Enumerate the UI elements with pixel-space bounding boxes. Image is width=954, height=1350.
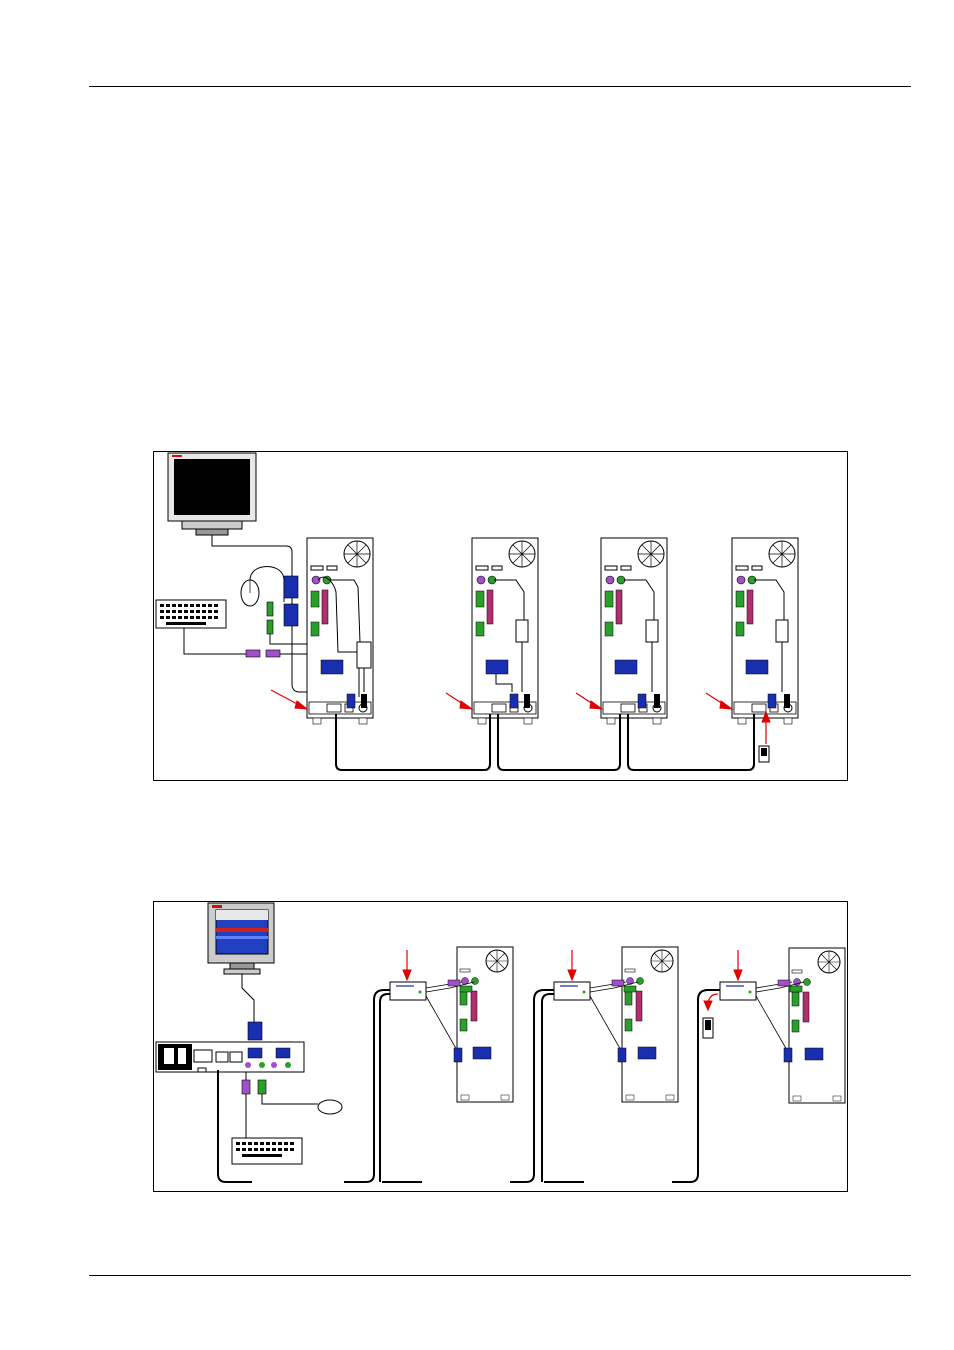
monitor-icon xyxy=(168,453,256,535)
diagram-1-canvas xyxy=(154,452,847,780)
terminator-icon xyxy=(759,746,769,762)
daisy-chain-diagram-1 xyxy=(153,451,848,781)
mouse-icon xyxy=(241,580,259,606)
adapter-2 xyxy=(554,982,590,1000)
kvm-base-unit xyxy=(156,1042,304,1072)
mouse-icon xyxy=(318,1100,342,1114)
monitor-icon xyxy=(208,903,274,974)
keyboard-icon xyxy=(232,1138,302,1164)
adapter-3 xyxy=(720,982,756,1000)
adapter-1 xyxy=(390,982,426,1000)
pc-tower-1 xyxy=(457,947,513,1102)
daisy-chain-diagram-2 xyxy=(153,901,848,1192)
diagram-2-canvas xyxy=(154,902,847,1191)
pc-tower-2 xyxy=(622,947,678,1102)
terminator-icon xyxy=(703,1018,713,1038)
pc-tower-3 xyxy=(789,948,845,1103)
footer-rule xyxy=(89,1275,911,1276)
header-rule xyxy=(89,86,911,87)
keyboard-icon xyxy=(156,600,226,628)
